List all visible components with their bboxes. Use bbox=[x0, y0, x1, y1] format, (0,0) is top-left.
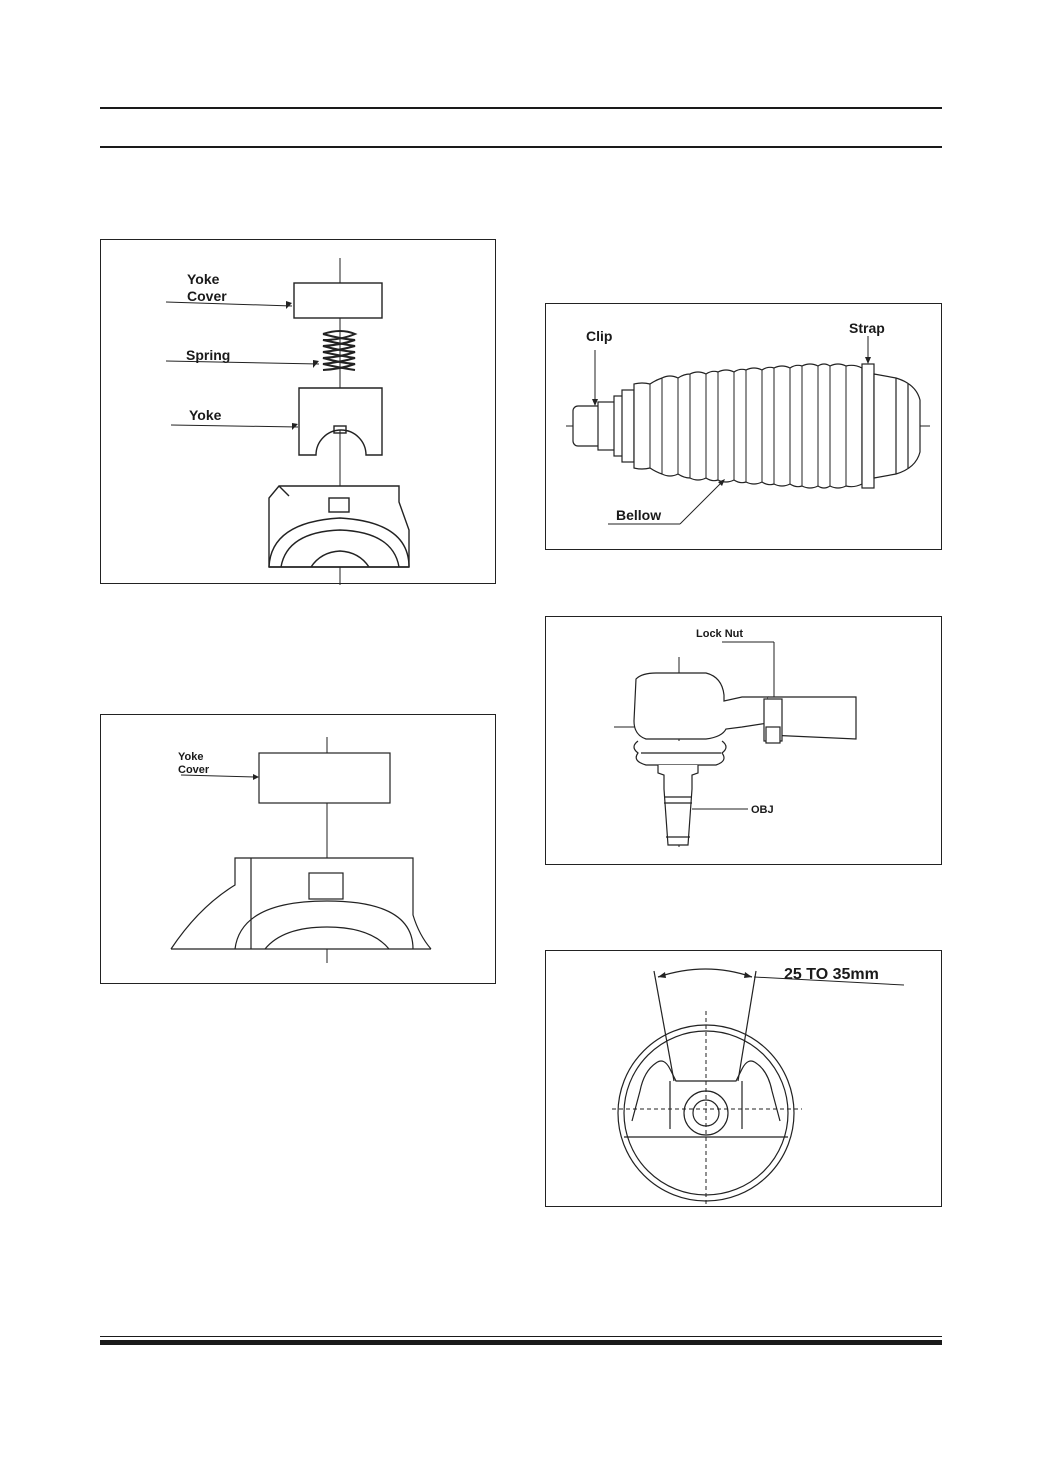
figure-tie-rod-end: Lock Nut OBJ bbox=[545, 616, 942, 865]
label-yoke-cover-line2: Cover bbox=[178, 764, 210, 776]
label-lock-nut: Lock Nut bbox=[696, 628, 743, 640]
figure-bellow: Clip Strap Bellow bbox=[545, 303, 942, 550]
yoke-assembly-drawing: Yoke Cover Spring Yoke bbox=[165, 258, 410, 585]
label-yoke: Yoke bbox=[189, 407, 222, 423]
label-yoke-cover-line2: Cover bbox=[187, 288, 227, 304]
bellow-drawing: Clip Strap Bellow bbox=[566, 320, 930, 525]
steering-wheel-drawing: 25 TO 35mm bbox=[612, 966, 905, 1207]
header-rule-bottom bbox=[100, 146, 942, 148]
label-strap: Strap bbox=[849, 320, 885, 336]
tie-rod-end-drawing: Lock Nut OBJ bbox=[614, 628, 857, 847]
figure-yoke-assembly: Yoke Cover Spring Yoke bbox=[100, 239, 496, 585]
footer-rule-thick bbox=[100, 1340, 942, 1345]
footer-rule-thin bbox=[100, 1336, 942, 1337]
label-yoke-cover-line1: Yoke bbox=[187, 271, 220, 287]
label-spring: Spring bbox=[186, 347, 230, 363]
figure-yoke-cover-fitted: Yoke Cover bbox=[100, 714, 496, 984]
figure-steering-wheel: 25 TO 35mm bbox=[545, 950, 942, 1207]
label-yoke-cover-line1: Yoke bbox=[178, 751, 203, 763]
yoke-cover-fitted-drawing: Yoke Cover bbox=[170, 737, 432, 963]
label-bellow: Bellow bbox=[616, 507, 661, 523]
label-spoke-gap: 25 TO 35mm bbox=[784, 966, 879, 983]
label-clip: Clip bbox=[586, 328, 612, 344]
label-obj: OBJ bbox=[751, 804, 774, 816]
header-rule-top bbox=[100, 107, 942, 109]
